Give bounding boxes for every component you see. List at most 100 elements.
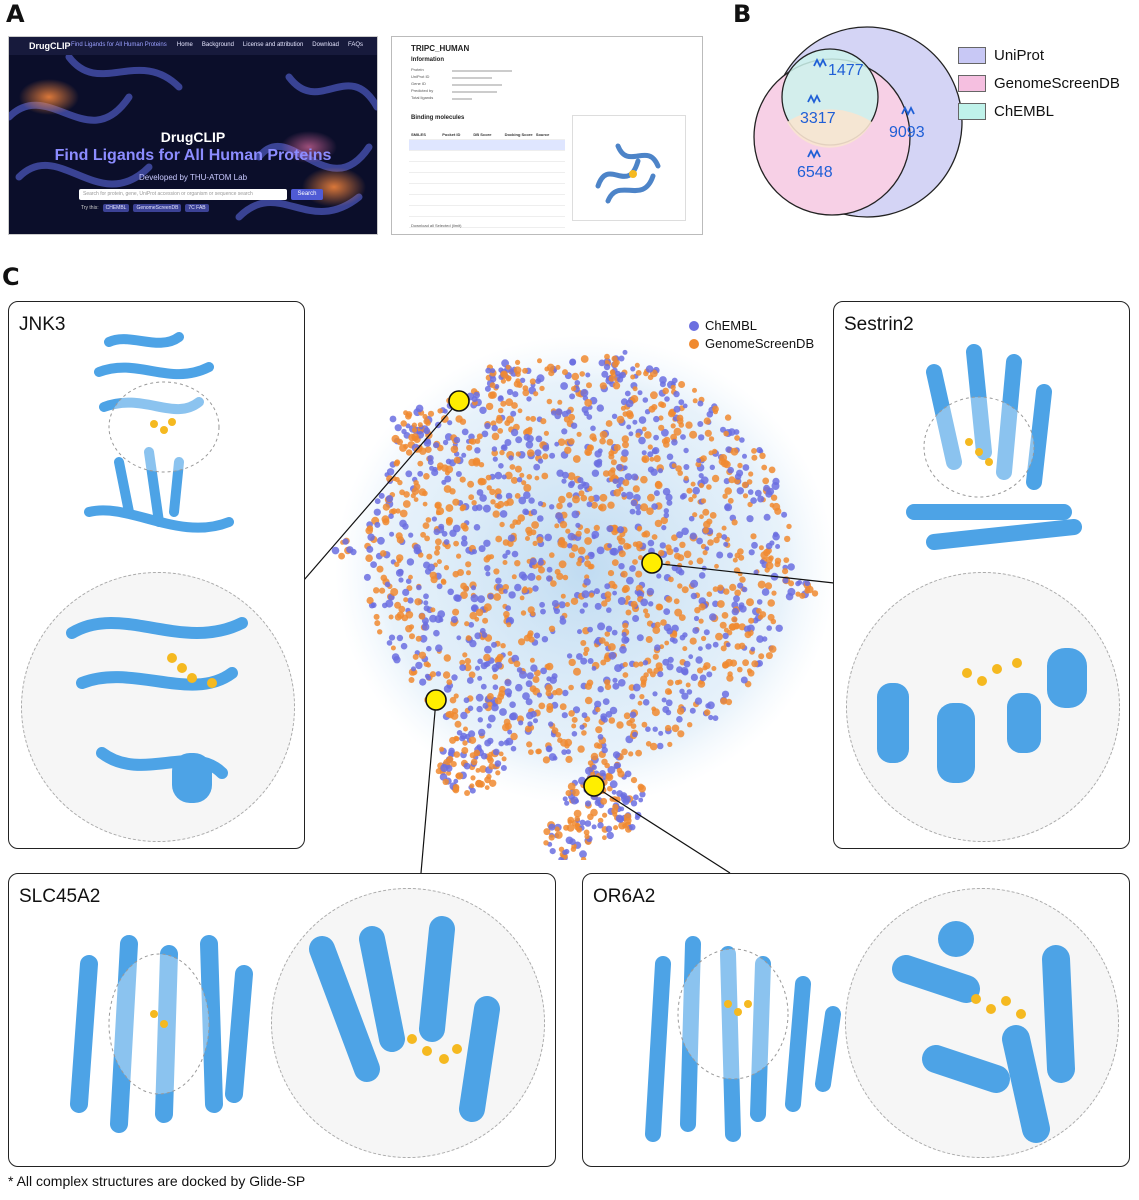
marker-jnk3[interactable]: [448, 390, 470, 412]
scatter-point: [455, 471, 462, 477]
col-smiles[interactable]: SMILES: [411, 131, 426, 137]
scatter-point: [568, 684, 574, 691]
protein-detail-screenshot: TRIPC_HUMAN Information Protein UniProt …: [391, 36, 703, 235]
table-row[interactable]: [409, 140, 565, 151]
scatter-point: [391, 653, 400, 661]
scatter-point: [483, 556, 491, 563]
nav-license[interactable]: License and attribution: [242, 42, 304, 48]
scatter-point: [635, 541, 643, 549]
scatter-point: [785, 592, 794, 601]
scatter-point: [635, 370, 642, 376]
scatter-point: [377, 536, 385, 545]
scatter-point: [565, 528, 571, 534]
nav-background[interactable]: Background: [201, 42, 234, 48]
scatter-point: [510, 410, 517, 417]
site-brand[interactable]: DrugCLIP: [29, 41, 71, 51]
scatter-point: [731, 616, 738, 623]
scatter-point: [405, 413, 412, 420]
scatter-point: [537, 501, 544, 507]
scatter-point: [403, 597, 409, 603]
scatter-point: [590, 752, 599, 761]
scatter-point: [479, 494, 487, 502]
scatter-point: [595, 706, 601, 713]
scatter-point: [721, 690, 730, 698]
scatter-point: [473, 749, 481, 756]
scatter-point: [378, 492, 385, 499]
marker-slc45a2[interactable]: [425, 689, 447, 711]
structure-viewer[interactable]: [572, 115, 686, 221]
site-brand-subtitle: Find Ligands for All Human Proteins: [71, 42, 167, 48]
scatter-point: [390, 645, 396, 651]
scatter-point: [389, 531, 395, 537]
scatter-point: [549, 552, 555, 558]
scatter-point: [562, 574, 569, 581]
table-row[interactable]: [409, 217, 565, 228]
venn-label-chembl-only: 1477: [828, 62, 864, 79]
scatter-point: [637, 700, 643, 706]
table-row[interactable]: [409, 173, 565, 184]
scatter-point: [596, 546, 605, 555]
scatter-point: [644, 431, 652, 439]
scatter-point: [575, 530, 582, 537]
nav-download[interactable]: Download: [312, 42, 339, 48]
scatter-point: [465, 561, 472, 568]
scatter-point: [700, 455, 707, 462]
col-source[interactable]: Source: [535, 131, 550, 137]
scatter-point: [608, 717, 616, 724]
nav-home[interactable]: Home: [176, 42, 193, 48]
scatter-point: [474, 438, 481, 444]
scatter-point: [739, 576, 746, 583]
scatter-point: [422, 490, 428, 497]
marker-or6a2[interactable]: [583, 775, 605, 797]
scatter-point: [673, 427, 682, 436]
scatter-point: [759, 452, 766, 459]
scatter-point: [734, 643, 742, 650]
venn-diagram: 1477 3317 9093 6548: [753, 26, 963, 218]
scatter-point: [466, 570, 471, 576]
scatter-point: [435, 768, 442, 775]
scatter-point: [599, 637, 606, 644]
nav-faqs[interactable]: FAQs: [347, 42, 363, 48]
scatter-point: [488, 554, 495, 560]
scatter-point: [455, 772, 464, 780]
scatter-point: [395, 532, 403, 540]
scatter-point: [555, 732, 562, 738]
scatter-point: [533, 632, 541, 639]
marker-sestrin2[interactable]: [641, 552, 663, 574]
try-chip-chembl[interactable]: CHEMBL: [102, 204, 130, 212]
scatter-point: [526, 474, 533, 480]
scatter-point: [373, 508, 381, 516]
scatter-point: [723, 430, 729, 437]
scatter-point: [509, 523, 515, 529]
legend-label-chembl: ChEMBL: [994, 103, 1055, 120]
col-dbscore[interactable]: DB Score: [473, 131, 492, 137]
scatter-point: [405, 470, 413, 478]
scatter-point: [567, 819, 573, 825]
footnote: * All complex structures are docked by G…: [8, 1173, 306, 1189]
scatter-point: [489, 382, 496, 389]
scatter-point: [584, 537, 592, 545]
table-row[interactable]: [409, 184, 565, 195]
search-button[interactable]: Search: [291, 189, 323, 200]
scatter-point: [580, 856, 587, 860]
col-pocket[interactable]: Pocket ID: [442, 131, 461, 137]
scatter-point: [578, 490, 585, 497]
scatter-point: [590, 501, 598, 509]
table-row[interactable]: [409, 206, 565, 217]
scatter-point: [625, 399, 634, 408]
download-selected-link[interactable]: Download all Selected (limit): [411, 223, 462, 228]
try-chip-genomescreendb[interactable]: GenomeScreenDB: [133, 204, 182, 212]
scatter-point: [633, 661, 640, 668]
scatter-point: [425, 675, 432, 681]
scatter-point: [712, 600, 719, 608]
col-docking[interactable]: Docking Score: [504, 131, 533, 137]
table-row[interactable]: [409, 151, 565, 162]
try-chip-7cfab[interactable]: 7C FAB: [185, 204, 209, 212]
table-row[interactable]: [409, 195, 565, 206]
scatter-point: [484, 422, 491, 430]
scatter-point: [411, 422, 417, 428]
table-row[interactable]: [409, 162, 565, 173]
scatter-point: [514, 583, 522, 592]
search-input[interactable]: Search for protein, gene, UniProt access…: [79, 189, 287, 200]
scatter-point: [648, 601, 654, 607]
